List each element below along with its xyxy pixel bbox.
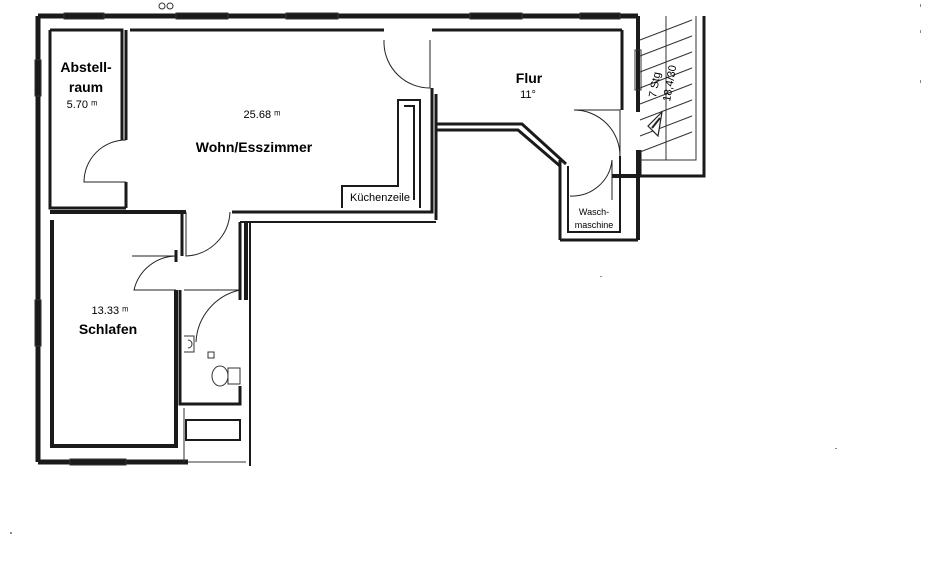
abstellraum-name-line2: raum — [69, 79, 103, 95]
stairs-count-label: 7 Stg — [647, 71, 663, 98]
stairwell — [638, 16, 706, 178]
shower-icon — [184, 335, 195, 353]
abstellraum-area: 5.70 ᵐ — [67, 99, 98, 111]
door-swing-icon — [83, 40, 621, 343]
flur-area: 11° — [520, 89, 536, 101]
wohn-name: Wohn/Esszimmer — [196, 139, 313, 155]
scan-specks — [10, 4, 921, 534]
schlafen-area: 13.33 ᵐ — [92, 305, 129, 317]
schlafen-name: Schlafen — [79, 321, 137, 337]
abstellraum-name-line1: Abstell- — [60, 59, 112, 75]
inner-walls — [48, 28, 624, 466]
wasch-name-line1: Wasch- — [579, 207, 609, 217]
kueche-name: Küchenzeile — [350, 192, 410, 204]
wohn-area: 25.68 ᵐ — [244, 109, 281, 121]
flur-name: Flur — [516, 70, 543, 86]
outer-walls — [35, 13, 640, 465]
garden-marker — [158, 2, 174, 10]
stairs-dimension-label: 18,4/30 — [661, 64, 679, 102]
toilet-icon — [207, 351, 241, 387]
windows — [34, 12, 642, 466]
stair-arrow-icon — [647, 110, 663, 138]
wasch-name-line2: maschine — [575, 220, 614, 230]
